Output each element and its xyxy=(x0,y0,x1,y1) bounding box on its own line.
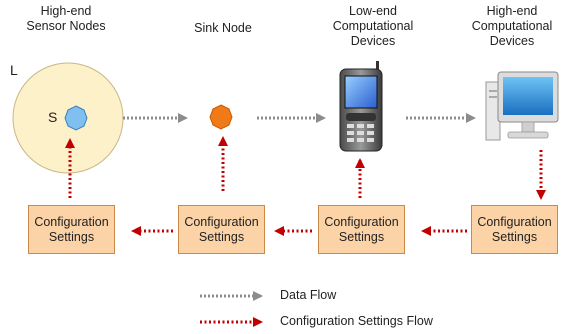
label-high-end-computational-devices: High-end Computational Devices xyxy=(471,4,553,48)
desktop-computer-icon xyxy=(485,71,559,141)
label-sink-node: Sink Node xyxy=(194,21,252,35)
label-low-end-computational-devices: Low-end Computational Devices xyxy=(332,4,414,48)
sensor-node xyxy=(64,105,88,131)
legend-data-flow-label: Data Flow xyxy=(280,288,337,302)
region-label: L xyxy=(10,62,18,78)
label-high-end-sensor-nodes: High-end Sensor Nodes xyxy=(26,4,106,33)
sensor-label: S xyxy=(48,109,58,125)
mobile-phone-icon xyxy=(339,61,383,152)
sink-node xyxy=(209,104,233,130)
legend-config-flow-label: Configuration Settings Flow xyxy=(280,314,433,328)
